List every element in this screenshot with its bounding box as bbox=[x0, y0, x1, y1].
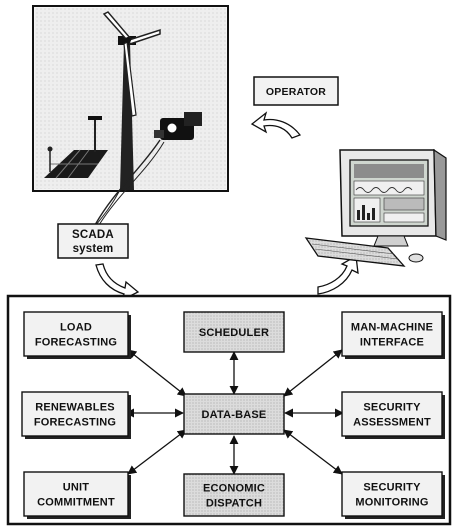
flow-arrow-to-operator bbox=[250, 111, 302, 139]
module-scheduler: SCHEDULER bbox=[183, 311, 285, 353]
module-box bbox=[341, 471, 443, 517]
module-label: ECONOMIC bbox=[203, 483, 265, 495]
generator-equipment-icon bbox=[154, 112, 202, 140]
operator-box: OPERATOR bbox=[253, 76, 339, 106]
module-box bbox=[183, 473, 285, 517]
module-security-assessment: SECURITY ASSESSMENT bbox=[341, 391, 445, 439]
module-label: MONITORING bbox=[355, 497, 428, 509]
module-box bbox=[183, 311, 285, 353]
module-label: DISPATCH bbox=[206, 498, 262, 510]
link-man-machine-interface bbox=[283, 349, 343, 397]
flow-arrow-from-scada bbox=[95, 263, 140, 302]
module-box bbox=[183, 393, 285, 435]
module-label: FORECASTING bbox=[35, 337, 117, 349]
module-label: MAN-MACHINE bbox=[351, 322, 433, 334]
keyboard-icon bbox=[304, 237, 406, 267]
module-label: LOAD bbox=[60, 322, 92, 334]
operator-label: OPERATOR bbox=[266, 86, 326, 98]
module-data-base: DATA-BASE bbox=[183, 393, 285, 435]
module-box bbox=[341, 311, 443, 357]
module-label: SECURITY bbox=[363, 482, 421, 494]
module-label: COMMITMENT bbox=[37, 497, 115, 509]
module-label: INTERFACE bbox=[360, 337, 424, 349]
scada-label-line2: system bbox=[73, 243, 114, 255]
solar-panel-icon bbox=[44, 116, 108, 179]
module-security-monitoring: SECURITY MONITORING bbox=[341, 471, 445, 519]
module-load-forecasting: LOAD FORECASTING bbox=[23, 311, 131, 359]
data-base-connectors bbox=[125, 349, 344, 475]
module-box bbox=[21, 391, 129, 437]
module-label: DATA-BASE bbox=[202, 409, 267, 421]
module-label: SCHEDULER bbox=[199, 327, 269, 339]
wind-farm-photo bbox=[32, 5, 229, 226]
link-security-monitoring bbox=[283, 429, 343, 475]
module-label: RENEWABLES bbox=[35, 402, 115, 414]
scada-system-box: SCADA system bbox=[57, 223, 129, 259]
module-label: SECURITY bbox=[363, 402, 421, 414]
link-load-forecasting bbox=[127, 349, 187, 397]
module-economic-dispatch: ECONOMIC DISPATCH bbox=[183, 473, 285, 517]
module-label: FORECASTING bbox=[34, 417, 116, 429]
mouse-icon bbox=[408, 253, 424, 263]
sensor-icon bbox=[47, 146, 53, 172]
module-man-machine-interface: MAN-MACHINE INTERFACE bbox=[341, 311, 445, 359]
module-renewables-forecasting: RENEWABLES FORECASTING bbox=[21, 391, 131, 439]
scada-label-line1: SCADA bbox=[72, 229, 114, 241]
module-box bbox=[341, 391, 443, 437]
module-boxes: LOAD FORECASTING SCHEDULER MAN-MACHINE INTER… bbox=[21, 311, 445, 519]
flow-arrow-to-console bbox=[317, 254, 359, 295]
module-unit-commitment: UNIT COMMITMENT bbox=[23, 471, 131, 519]
link-unit-commitment bbox=[127, 429, 187, 475]
module-label: ASSESSMENT bbox=[353, 417, 431, 429]
module-box bbox=[23, 311, 129, 357]
computer-workstation-icon bbox=[304, 148, 447, 267]
module-label: UNIT bbox=[63, 482, 90, 494]
wind-turbine-icon bbox=[102, 11, 161, 190]
module-box bbox=[23, 471, 129, 517]
